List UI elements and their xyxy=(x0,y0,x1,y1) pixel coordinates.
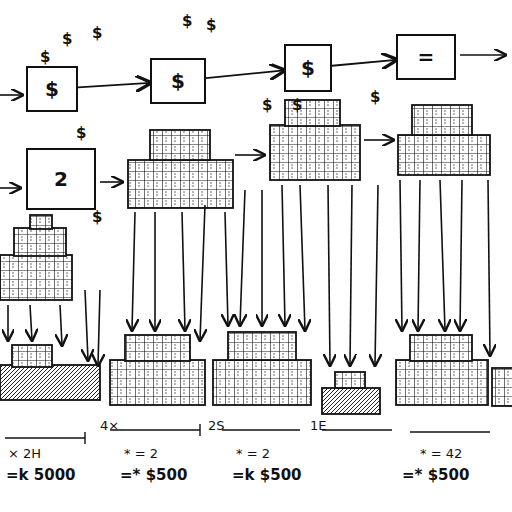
underlines xyxy=(5,424,490,444)
amount-note: 1E xyxy=(310,418,327,433)
dollar-sign: $ xyxy=(92,24,102,42)
amount-note: =k $500 xyxy=(232,466,302,484)
amount-note: 2S xyxy=(208,418,225,433)
money-box: $ xyxy=(150,58,206,104)
box-symbol: 2 xyxy=(54,167,68,191)
dollar-sign: $ xyxy=(292,96,302,114)
box-symbol: $ xyxy=(301,56,315,80)
amount-note: * = 2 xyxy=(124,446,158,461)
box-symbol: $ xyxy=(45,77,59,101)
dollar-sign: $ xyxy=(76,124,86,142)
money-box: 2 xyxy=(26,148,96,210)
dollar-sign: $ xyxy=(370,88,380,106)
dollar-sign: $ xyxy=(40,48,50,66)
dollar-sign: $ xyxy=(182,12,192,30)
amount-note: =* $500 xyxy=(120,466,187,484)
amount-note: 4× xyxy=(100,418,119,433)
dollar-sign: $ xyxy=(206,16,216,34)
flow-arrow xyxy=(206,70,284,78)
dollar-sign: $ xyxy=(262,96,272,114)
amount-note: =k 5000 xyxy=(6,466,76,484)
cube-stacks xyxy=(0,100,512,414)
money-box: $ xyxy=(26,66,78,112)
amount-note: * = 2 xyxy=(236,446,270,461)
amount-note: * = 42 xyxy=(420,446,462,461)
flow-arrow xyxy=(332,60,396,66)
box-symbol: = xyxy=(418,45,435,69)
box-symbol: $ xyxy=(171,69,185,93)
flow-arrows xyxy=(0,55,505,365)
amount-note: =* $500 xyxy=(402,466,469,484)
dollar-sign: $ xyxy=(62,30,72,48)
money-box: $ xyxy=(284,44,332,92)
money-box: = xyxy=(396,34,456,80)
amount-note: × 2H xyxy=(8,446,41,461)
flow-arrow xyxy=(78,83,150,88)
dollar-sign: $ xyxy=(92,208,102,226)
